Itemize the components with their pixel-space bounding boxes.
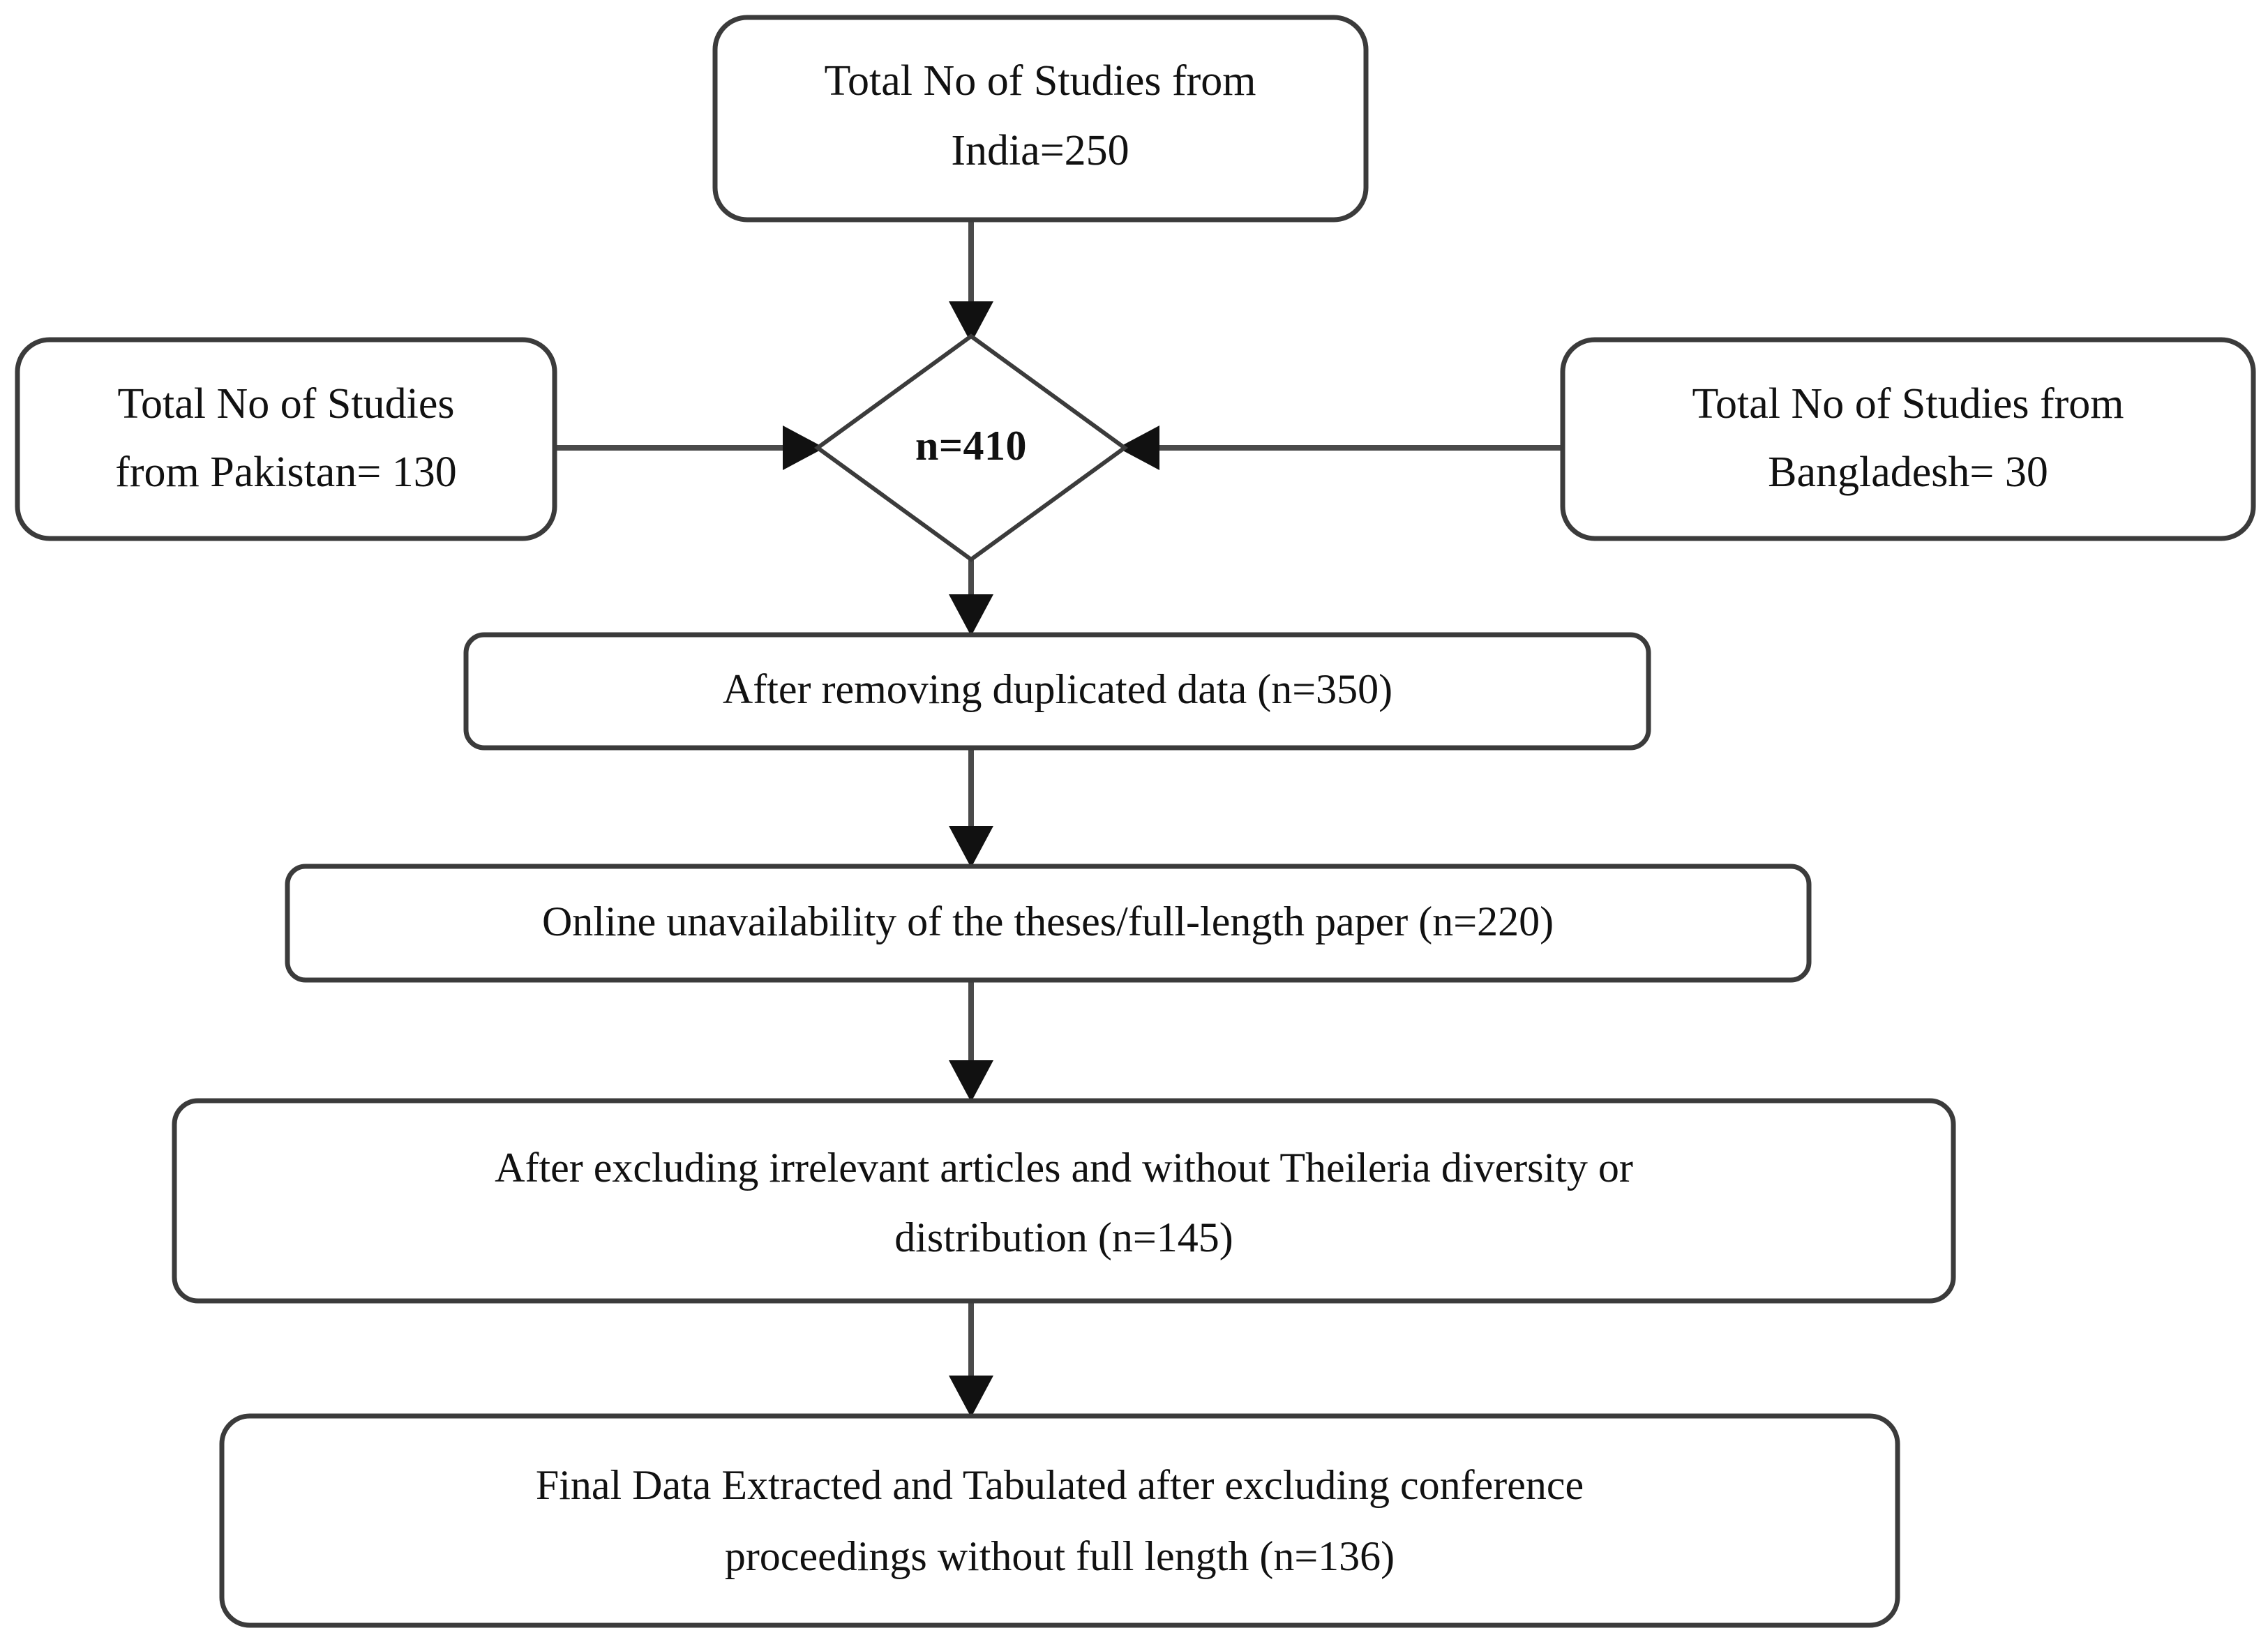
source-bangladesh-line-2: Bangladesh= 30 — [1768, 449, 2048, 496]
node-source-bangladesh[interactable]: Total No of Studies from Bangladesh= 30 — [1560, 337, 2256, 541]
node-source-india[interactable]: Total No of Studies from India=250 — [712, 15, 1369, 223]
source-india-line-2: India=250 — [951, 127, 1129, 174]
source-pakistan-line-2: from Pakistan= 130 — [115, 449, 457, 496]
source-pakistan-box[interactable] — [15, 337, 557, 541]
node-source-pakistan[interactable]: Total No of Studies from Pakistan= 130 — [15, 337, 557, 541]
edge-excluding-to-final — [949, 1301, 993, 1417]
source-bangladesh-box[interactable] — [1560, 337, 2256, 541]
edge-pakistan-to-total — [555, 425, 825, 470]
after-duplicates-label: After removing duplicated data (n=350) — [723, 666, 1392, 712]
after-excluding-line-2: distribution (n=145) — [894, 1214, 1233, 1260]
final-extracted-box[interactable] — [219, 1413, 1900, 1628]
edge-online-to-excluding — [949, 980, 993, 1102]
node-after-duplicates[interactable]: After removing duplicated data (n=350) — [463, 632, 1651, 751]
after-duplicates-box[interactable] — [463, 632, 1651, 751]
source-bangladesh-line-1: Total No of Studies from — [1692, 380, 2124, 428]
source-india-line-1: Total No of Studies from — [824, 57, 1256, 105]
node-after-excluding[interactable]: After excluding irrelevant articles and … — [172, 1098, 1956, 1304]
total-decision-diamond[interactable] — [813, 333, 1129, 562]
source-india-box[interactable] — [712, 15, 1369, 223]
after-excluding-line-1: After excluding irrelevant articles and … — [495, 1145, 1633, 1191]
total-decision-label: n=410 — [915, 423, 1027, 469]
source-pakistan-line-1: Total No of Studies — [117, 380, 454, 428]
edge-duplicates-to-online — [949, 748, 993, 868]
node-final-extracted[interactable]: Final Data Extracted and Tabulated after… — [219, 1413, 1900, 1628]
edge-bangladesh-to-total — [1118, 425, 1563, 470]
final-extracted-line-2: proceedings without full length (n=136) — [725, 1533, 1395, 1579]
edge-total-to-duplicates — [949, 559, 993, 636]
online-unavailable-label: Online unavailability of the theses/full… — [542, 898, 1554, 944]
final-extracted-line-1: Final Data Extracted and Tabulated after… — [536, 1462, 1584, 1508]
edge-india-to-total — [949, 220, 993, 343]
after-excluding-box[interactable] — [172, 1098, 1956, 1304]
node-total-decision[interactable]: n=410 — [813, 333, 1129, 562]
online-unavailable-box[interactable] — [285, 864, 1812, 983]
node-online-unavailable[interactable]: Online unavailability of the theses/full… — [285, 864, 1812, 983]
